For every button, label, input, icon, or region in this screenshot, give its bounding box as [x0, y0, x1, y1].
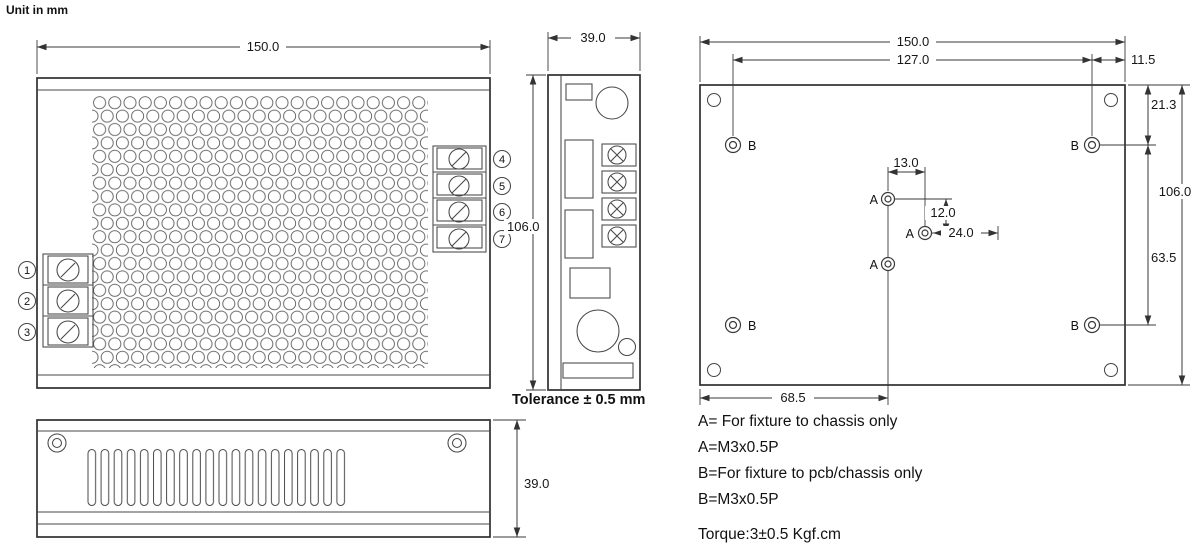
note-a-fixture: A= For fixture to chassis only	[698, 413, 898, 430]
a-dimensions: 13.0 12.0 24.0	[887, 155, 999, 240]
svg-text:3: 3	[24, 327, 30, 339]
b-edge-offset-dimension: 11.5	[1092, 52, 1155, 67]
front-view: 39.0	[36, 419, 549, 538]
hole-a-1	[880, 191, 896, 207]
terminal-labels-left: 1 2 3	[17, 260, 37, 342]
perforation-area	[92, 96, 428, 368]
front-view-height-dimension: 39.0	[493, 419, 549, 538]
terminal-labels-right: 4 5 6 7	[492, 149, 512, 249]
note-a-thread: A=M3x0.5P	[698, 439, 779, 456]
bottom-width-label: 150.0	[897, 34, 930, 49]
right-dimensions: 21.3 63.5 106.0	[1100, 84, 1198, 386]
b-label-bottom-left: B	[748, 319, 756, 333]
a-holes: A A A	[870, 191, 933, 272]
side-view-width-dimension: 39.0	[547, 30, 641, 71]
terminal-label-6: 6	[492, 202, 512, 222]
vent-slots	[87, 449, 349, 506]
terminal-label-2: 2	[17, 291, 37, 311]
tolerance-note: Tolerance ± 0.5 mm	[512, 392, 646, 408]
side-view-height-label: 106.0	[507, 219, 540, 234]
bottom-view: B B B B A A A	[699, 34, 1198, 405]
top-view: 150.0 1	[17, 39, 512, 389]
hole-b-top-left	[724, 136, 742, 154]
bottom-height-label: 106.0	[1159, 184, 1192, 199]
top-view-body	[36, 77, 491, 389]
terminal-label-1: 1	[17, 260, 37, 280]
hole-b-bottom-left	[724, 316, 742, 334]
b-holes: B B B B	[724, 136, 1101, 334]
hole-b-top-right	[1083, 136, 1101, 154]
bottom-width-dimension: 150.0	[699, 34, 1126, 82]
terminal-label-7: 7	[492, 229, 512, 249]
a-bottom-offset-dimension: 68.5	[699, 389, 888, 405]
side-view-width-label: 39.0	[580, 30, 605, 45]
a-label-1: A	[870, 193, 879, 207]
a-label-3: A	[870, 258, 879, 272]
a-span-y-label: 12.0	[930, 205, 955, 220]
side-view-body	[547, 74, 641, 391]
svg-text:7: 7	[499, 234, 505, 246]
note-b-fixture: B=For fixture to pcb/chassis only	[698, 465, 923, 482]
note-b-thread: B=M3x0.5P	[698, 491, 779, 508]
svg-text:5: 5	[499, 181, 505, 193]
hole-a-2	[917, 225, 933, 241]
a-span-x-label: 13.0	[893, 155, 918, 170]
b-span-label: 127.0	[897, 52, 930, 67]
terminal-label-4: 4	[492, 149, 512, 169]
b-span-dimension: 127.0	[732, 52, 1093, 136]
terminal-block-left	[42, 253, 94, 348]
front-screw-left	[47, 433, 67, 453]
top-view-width-dimension: 150.0	[36, 39, 491, 74]
corner-holes	[706, 92, 1119, 378]
fixture-notes: A= For fixture to chassis only A=M3x0.5P…	[698, 409, 922, 548]
a-bottom-offset-label: 68.5	[780, 390, 805, 405]
side-view: 39.0 106.0	[504, 30, 641, 391]
front-screw-right	[447, 433, 467, 453]
side-view-height-dimension: 106.0	[504, 74, 546, 391]
terminal-block-right	[432, 145, 487, 253]
side-view-internals	[560, 75, 637, 390]
b-edge-offset-label: 11.5	[1131, 52, 1155, 67]
b-top-offset-label: 21.3	[1151, 97, 1176, 112]
note-torque: Torque:3±0.5 Kgf.cm	[698, 526, 841, 543]
top-view-width-label: 150.0	[247, 39, 280, 54]
unit-note: Unit in mm	[6, 3, 68, 17]
a-offset-x-label: 24.0	[948, 225, 973, 240]
front-view-height-label: 39.0	[524, 476, 549, 491]
svg-text:1: 1	[24, 265, 30, 277]
b-label-top-right: B	[1071, 139, 1079, 153]
svg-text:4: 4	[499, 154, 505, 166]
terminal-label-3: 3	[17, 322, 37, 342]
a-label-2: A	[906, 227, 915, 241]
terminal-label-5: 5	[492, 176, 512, 196]
b-label-bottom-right: B	[1071, 319, 1079, 333]
b-vertical-span-label: 63.5	[1151, 250, 1176, 265]
hole-a-3	[880, 256, 896, 272]
svg-text:2: 2	[24, 296, 30, 308]
svg-text:6: 6	[499, 207, 505, 219]
b-label-top-left: B	[748, 139, 756, 153]
front-view-body	[36, 419, 491, 538]
hole-b-bottom-right	[1083, 316, 1101, 334]
bottom-view-body	[699, 84, 1126, 386]
